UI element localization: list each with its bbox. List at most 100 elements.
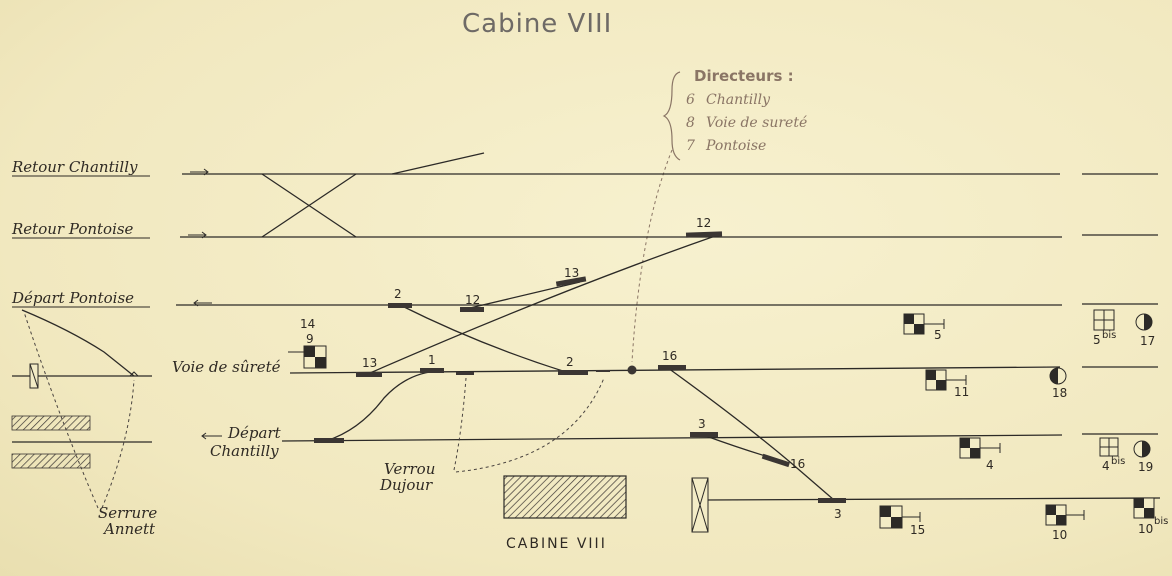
label-serrure-2: Annett (102, 520, 156, 538)
signal-11-sq1 (926, 370, 936, 380)
num-12-top: 12 (696, 216, 711, 230)
buffer-stop-siding-diag2 (691, 477, 709, 533)
branch-retour-chantilly (391, 152, 485, 175)
points: 12 13 2 12 13 1 2 16 3 16 3 (129, 216, 846, 521)
num-12-mid: 12 (465, 293, 480, 307)
signal-label-10: 10 (1052, 528, 1067, 542)
lever-13-top (555, 276, 587, 287)
buffer-stop-left-diag (29, 363, 39, 389)
cabin-building (503, 475, 627, 519)
signal-label-4: 4 (986, 458, 994, 472)
signal-18-half (1050, 368, 1058, 384)
signal-15: 15 (879, 505, 925, 537)
directeur-num-8: 8 (686, 115, 695, 131)
label-depart-chantilly-1: Départ (227, 424, 282, 442)
lever-12-mid (460, 307, 484, 312)
small-bar (596, 370, 610, 372)
lever-2-top (388, 303, 412, 308)
lever-1 (420, 368, 444, 373)
verrou-link-2 (455, 377, 605, 473)
directeurs-heading: Directeurs : (694, 67, 794, 85)
stub-tick (129, 371, 139, 377)
curve-12-13-short (469, 281, 581, 309)
signal-label-11: 11 (954, 385, 969, 399)
num-9: 9 (306, 332, 314, 346)
signal-label-5bis: 5 (1093, 333, 1101, 347)
num-13-bottom: 13 (362, 356, 377, 370)
num-3-bottom: 3 (834, 507, 842, 521)
lever-3-bottom (818, 498, 846, 503)
num-13-top: 13 (564, 266, 579, 280)
signal-10bis-sq2 (1144, 508, 1154, 518)
signal-label-15: 15 (910, 523, 925, 537)
serrure-link-1 (23, 311, 99, 509)
arrow-retour-chantilly (190, 168, 209, 176)
signal-10-bis: 10 bis (1133, 497, 1168, 536)
tracks (12, 152, 1161, 501)
num-14: 14 (300, 317, 315, 331)
lever-13-bottom (356, 372, 382, 377)
curve-2-2 (399, 304, 567, 373)
signal-label-4bis-suffix: bis (1111, 456, 1125, 467)
num-16-top: 16 (662, 349, 677, 363)
label-voie-de-surete: Voie de sûreté (172, 358, 281, 376)
num-2-bottom: 2 (566, 355, 574, 369)
signal-15-sq2 (891, 517, 902, 528)
signal-5-sq1 (904, 314, 914, 324)
label-retour-pontoise: Retour Pontoise (11, 220, 134, 238)
label-depart-pontoise: Départ Pontoise (11, 289, 134, 307)
arrow-depart-chantilly (201, 432, 222, 440)
signal-10bis-sq1 (1134, 498, 1144, 508)
lever-chantilly (314, 438, 344, 443)
lever-12-top (685, 231, 723, 238)
signal-label-18: 18 (1052, 386, 1067, 400)
signal-label-5: 5 (934, 328, 942, 342)
label-verrou-2: Dujour (379, 476, 433, 494)
arrow-depart-pontoise (193, 299, 212, 307)
detector-dot (627, 365, 637, 375)
signal-5-sq2 (914, 324, 924, 334)
label-retour-chantilly: Retour Chantilly (11, 158, 138, 176)
directeur-name-surete: Voie de sureté (706, 115, 807, 131)
lever-16-bottom (761, 453, 790, 468)
signal-11: 11 (925, 369, 969, 399)
signal-11-sq2 (936, 380, 946, 390)
platform-lower (11, 453, 91, 469)
num-16-bottom: 16 (790, 457, 805, 471)
signal-label-10bis-suffix: bis (1154, 516, 1168, 527)
signal-10-sq1 (1046, 505, 1056, 515)
signal-4: 4 (959, 437, 1001, 472)
signal-18: 18 (1049, 367, 1067, 400)
lever-16-top (658, 365, 686, 370)
crossover-b (261, 173, 357, 238)
signal-5-bis: 5 bis (1093, 309, 1116, 347)
platform-upper (11, 415, 91, 431)
track-depart-chantilly (281, 434, 1063, 442)
signal-17-half (1144, 314, 1152, 330)
num-2-top: 2 (394, 287, 402, 301)
signal-label-19: 19 (1138, 460, 1153, 474)
signal-label-4bis: 4 (1102, 459, 1110, 473)
signal-14-9-sq2 (315, 357, 326, 368)
lever-2-bottom (558, 370, 588, 375)
curve-12-13 (369, 234, 719, 374)
verrou-bar (456, 372, 474, 375)
signal-4-bis: 4 bis (1099, 437, 1125, 473)
serrure-link-2 (101, 379, 135, 509)
arrow-retour-pontoise (188, 231, 207, 239)
signal-10: 10 (1045, 504, 1085, 542)
directeur-num-6: 6 (686, 92, 695, 108)
directeur-name-chantilly: Chantilly (706, 92, 771, 108)
label-verrou-1: Verrou (384, 460, 435, 478)
directeurs-legend: Directeurs : 6 Chantilly 8 Voie de suret… (662, 67, 807, 161)
signal-label-5bis-suffix: bis (1102, 330, 1116, 341)
signal-5: 5 (903, 313, 945, 342)
legend-brace (662, 71, 681, 161)
signal-17: 17 (1135, 313, 1155, 348)
verrou-link-1 (453, 377, 467, 471)
curve-16-3 (667, 367, 835, 501)
signal-4-sq1 (960, 438, 970, 448)
curve-serrure (21, 309, 135, 377)
lever-3-top (690, 432, 718, 437)
